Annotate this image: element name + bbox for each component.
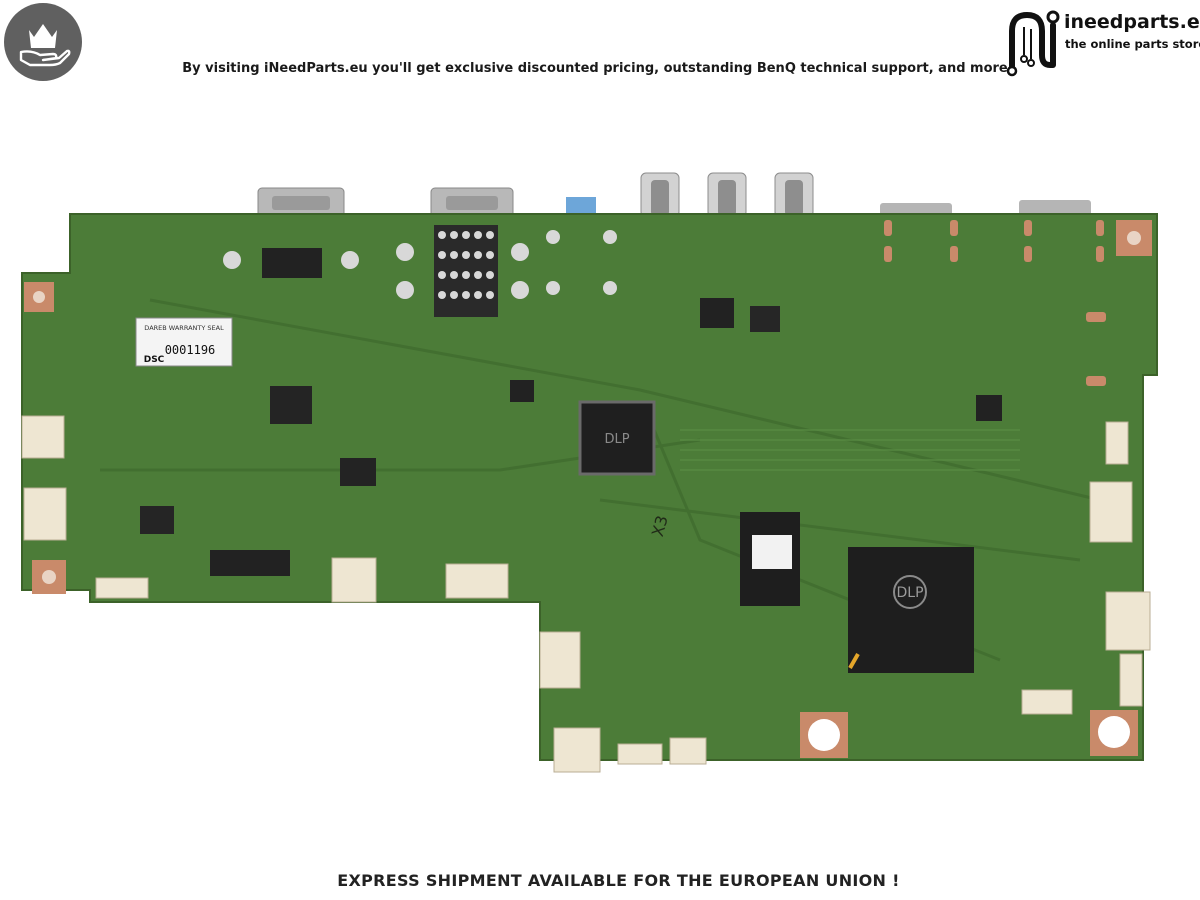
- io-connectors: [257, 172, 1091, 219]
- logo-name: ineedparts.eu: [1064, 11, 1200, 33]
- header-tagline: By visiting iNeedParts.eu you'll get exc…: [182, 61, 1008, 76]
- circuit-n-logo-icon: [1006, 10, 1060, 77]
- dlp-controller-label: DLP: [604, 432, 629, 447]
- crown-badge: [4, 3, 82, 81]
- seal-text: DAREB WARRANTY SEAL: [144, 324, 224, 332]
- jst-connectors: [21, 415, 1151, 773]
- circuit-board-image: DAREB WARRANTY SEAL 0001196 DSC DLP DLP …: [21, 172, 1158, 773]
- mounting-holes: [24, 220, 1152, 758]
- chips: DLP DLP: [140, 298, 1002, 673]
- ineedparts-logo: ineedparts.eu the online parts store: [1003, 3, 1200, 77]
- warranty-seal: DAREB WARRANTY SEAL 0001196 DSC: [135, 317, 233, 367]
- dlp-processor-label: DLP: [896, 585, 923, 601]
- seal-code: DSC: [144, 355, 165, 365]
- logo-subtitle: the online parts store: [1065, 37, 1200, 51]
- seal-number: 0001196: [165, 343, 216, 357]
- board-marking: X3: [648, 513, 672, 538]
- shipping-banner: EXPRESS SHIPMENT AVAILABLE FOR THE EUROP…: [337, 871, 900, 890]
- crown-on-hand-icon: [19, 24, 71, 67]
